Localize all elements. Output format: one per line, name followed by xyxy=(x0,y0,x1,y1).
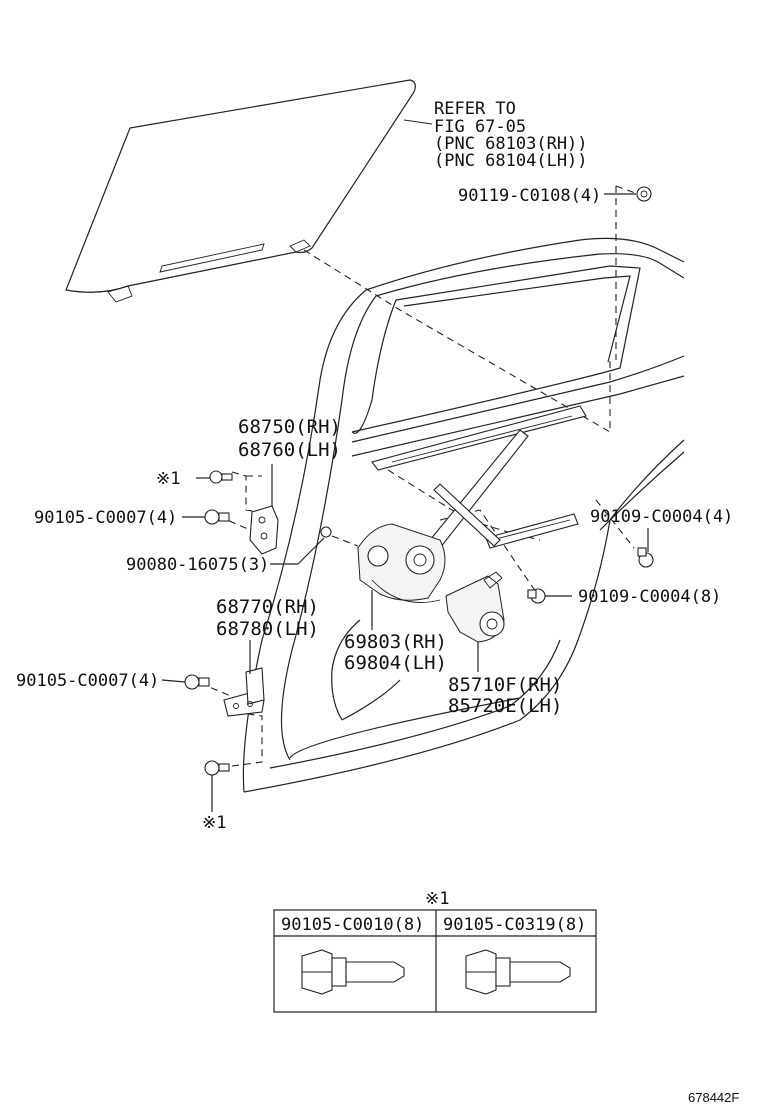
bolt-right-lower-icon xyxy=(527,588,546,604)
lower-hinge xyxy=(223,667,265,717)
bolt-table: ※1 90105-C0010(8) 90105-C0319(8) xyxy=(273,889,597,1013)
assembly-lines xyxy=(199,185,639,767)
label-bolt-lower-left: 90105-C0007(4) xyxy=(16,671,159,691)
label-motor-rh: 85710F(RH) xyxy=(448,674,562,696)
bolt-lower-note-icon xyxy=(204,760,230,776)
bolt-long-icon xyxy=(465,949,571,995)
table-col1-header: 90105-C0010(8) xyxy=(281,915,424,935)
label-bolt-upper-left: 90105-C0007(4) xyxy=(34,508,177,528)
bolt-lower-left-icon xyxy=(184,674,210,690)
label-regulator-rh: 69803(RH) xyxy=(344,631,447,653)
bolt-upper-note-icon xyxy=(209,470,233,484)
label-bolt-top: 90119-C0108(4) xyxy=(458,186,601,206)
label-motor-lh: 85720E(LH) xyxy=(448,695,562,717)
label-note-upper: ※1 xyxy=(156,469,180,489)
bolt-upper-left-icon xyxy=(204,509,230,525)
nut-leader-d xyxy=(297,537,325,565)
refer-line2: FIG 67-05 xyxy=(434,117,526,137)
motor-assembly xyxy=(445,571,505,643)
figure-id: 678442F xyxy=(688,1090,739,1105)
refer-leader xyxy=(403,119,433,125)
label-hinge-upper-rh: 68750(RH) xyxy=(238,416,341,438)
door-frame xyxy=(242,237,685,793)
label-bolt-right-lower: 90109-C0004(8) xyxy=(578,587,721,607)
refer-line3: (PNC 68103(RH)) xyxy=(434,134,588,154)
label-note-lower: ※1 xyxy=(202,813,226,833)
label-hinge-lower-lh: 68780(LH) xyxy=(216,618,319,640)
refer-line1: REFER TO xyxy=(434,99,516,119)
nut-upper-icon xyxy=(320,526,332,538)
label-hinge-upper-lh: 68760(LH) xyxy=(238,439,341,461)
label-bolt-right-upper: 90109-C0004(4) xyxy=(590,507,733,527)
regulator-rail xyxy=(371,405,587,549)
refer-line4: (PNC 68104(LH)) xyxy=(434,151,588,171)
bolt-top-icon xyxy=(636,186,652,202)
label-nut-upper: 90080-16075(3) xyxy=(126,555,269,575)
window-glass xyxy=(65,79,416,303)
bolt-short-icon xyxy=(301,949,405,995)
table-border xyxy=(273,909,597,1013)
regulator-assembly xyxy=(357,523,446,603)
table-note: ※1 xyxy=(425,889,449,909)
table-col2-header: 90105-C0319(8) xyxy=(443,915,586,935)
label-hinge-lower-rh: 68770(RH) xyxy=(216,596,319,618)
upper-hinge xyxy=(249,505,279,555)
bolt-lower-left-leader xyxy=(161,679,186,683)
label-regulator-lh: 69804(LH) xyxy=(344,652,447,674)
bolt-right-upper-icon xyxy=(637,547,654,568)
